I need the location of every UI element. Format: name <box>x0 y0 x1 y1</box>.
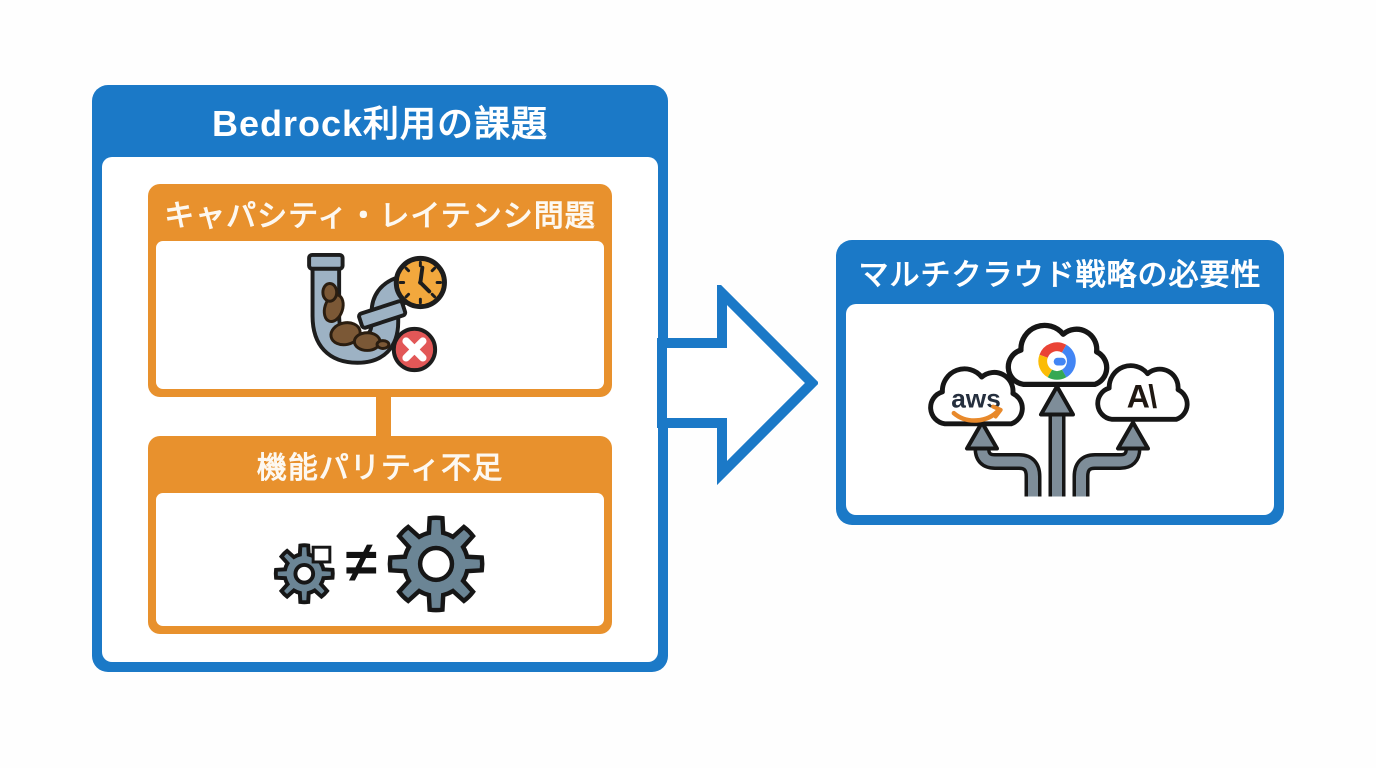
multicloud-panel: マルチクラウド戦略の必要性 <box>836 240 1284 525</box>
large-gear-icon <box>390 517 482 609</box>
multicloud-header: マルチクラウド戦略の必要性 <box>836 240 1284 304</box>
bedrock-challenges-panel: Bedrock利用の課題 キャパシティ・レイテンシ問題 <box>92 85 668 672</box>
capacity-latency-header: キャパシティ・レイテンシ問題 <box>148 184 612 241</box>
up-arrows <box>965 384 1150 497</box>
bedrock-challenges-title: Bedrock利用の課題 <box>211 103 549 144</box>
error-x-icon <box>391 326 438 373</box>
multicloud-title: マルチクラウド戦略の必要性 <box>858 259 1262 292</box>
feature-parity-title: 機能パリティ不足 <box>256 451 504 485</box>
google-cloud-icon <box>1008 325 1106 384</box>
mismatched-gears-icon: ≠ <box>273 501 495 619</box>
feature-parity-header: 機能パリティ不足 <box>148 436 612 493</box>
capacity-latency-title: キャパシティ・レイテンシ問題 <box>164 199 596 233</box>
bedrock-challenges-content: キャパシティ・レイテンシ問題 <box>102 157 658 662</box>
anthropic-cloud-icon: A\ <box>1098 366 1187 420</box>
feature-parity-box: 機能パリティ不足 ≠ <box>148 436 612 634</box>
capacity-latency-body <box>156 241 604 389</box>
clogged-pipe-icon <box>307 252 447 373</box>
multicloud-graphic: aws <box>846 304 1274 497</box>
pipe-clog <box>321 282 391 352</box>
up-arrow-right-outline <box>1072 444 1142 497</box>
connector-line <box>376 395 391 438</box>
feature-parity-body: ≠ <box>156 493 604 626</box>
not-equal-symbol: ≠ <box>346 530 377 594</box>
small-gear-icon <box>273 542 335 604</box>
capacity-latency-box: キャパシティ・レイテンシ問題 <box>148 184 612 397</box>
flow-arrow-icon <box>657 285 818 485</box>
clock-icon <box>393 255 447 310</box>
aws-label: aws <box>951 383 1001 413</box>
up-arrow-right-head <box>1116 420 1150 451</box>
anthropic-label: A\ <box>1127 378 1158 414</box>
aws-cloud-icon: aws <box>931 369 1023 424</box>
up-arrow-left-head <box>965 420 999 451</box>
bedrock-challenges-header: Bedrock利用の課題 <box>92 85 668 157</box>
multicloud-content: aws <box>846 304 1274 515</box>
up-arrow-center-head <box>1039 384 1075 417</box>
aws-smile <box>951 407 1002 423</box>
google-cloud-logo <box>1038 342 1076 380</box>
up-arrow-left-outline <box>973 444 1042 497</box>
